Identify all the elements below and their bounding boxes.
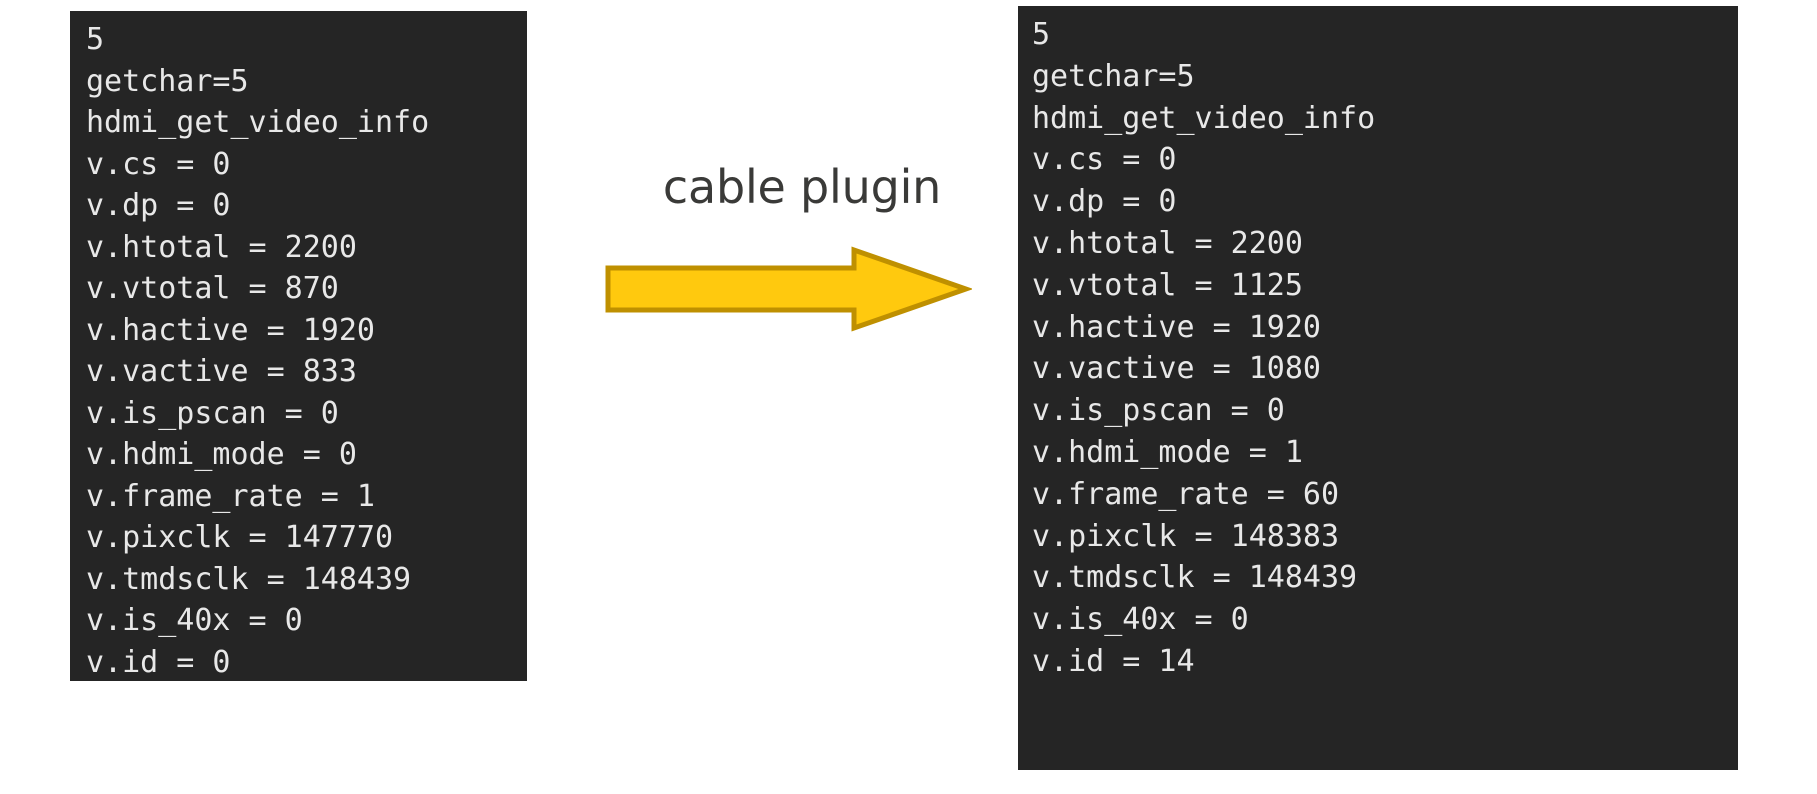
terminal-line: v.is_40x = 0 [86, 603, 303, 638]
terminal-line: v.is_pscan = 0 [86, 395, 339, 431]
right-arrow-icon [605, 246, 972, 332]
terminal-line: v.hdmi_mode = 1 [1032, 434, 1303, 470]
terminal-line: hdmi_get_video_info [86, 105, 430, 140]
terminal-line: v.pixclk = 148383 [1032, 518, 1340, 554]
terminal-line: v.is_pscan = 0 [1032, 393, 1285, 429]
terminal-line: v.htotal = 2200 [86, 229, 357, 265]
terminal-line: getchar=5 [86, 63, 249, 99]
terminal-line: v.frame_rate = 1 [86, 478, 375, 514]
terminal-line: v.htotal = 2200 [1032, 225, 1303, 261]
terminal-line: v.hactive = 1920 [86, 312, 375, 348]
terminal-line: v.hactive = 1920 [1032, 309, 1321, 345]
terminal-line: v.frame_rate = 60 [1032, 476, 1340, 512]
before-cable-plugin-console: 5 getchar=5 hdmi_get_video_info v.cs = 0… [70, 11, 527, 681]
terminal-line: v.tmdsclk = 148439 [1032, 560, 1358, 596]
terminal-line: hdmi_get_video_info [1032, 100, 1376, 136]
terminal-line: v.cs = 0 [1032, 142, 1177, 178]
terminal-line: v.vactive = 1080 [1032, 351, 1321, 387]
after-cable-plugin-console: 5 getchar=5 hdmi_get_video_info v.cs = 0… [1018, 6, 1738, 770]
terminal-line: v.id = 14 [1032, 643, 1195, 679]
terminal-line: 5 [86, 22, 105, 57]
terminal-line: getchar=5 [1032, 58, 1195, 94]
terminal-line: v.pixclk = 147770 [86, 520, 394, 555]
terminal-line: v.is_40x = 0 [1032, 602, 1249, 638]
terminal-line: v.vtotal = 870 [86, 271, 339, 306]
terminal-line: v.cs = 0 [86, 146, 231, 182]
terminal-line: v.dp = 0 [1032, 184, 1177, 220]
transition-annotation: cable plugin [600, 160, 1000, 340]
terminal-line: v.dp = 0 [86, 188, 231, 223]
terminal-line: v.id = 0 [86, 644, 231, 680]
terminal-line: v.vtotal = 1125 [1032, 267, 1303, 303]
terminal-line: 5 [1032, 17, 1051, 52]
terminal-line: v.tmdsclk = 148439 [86, 561, 412, 597]
terminal-line: v.vactive = 833 [86, 354, 357, 389]
transition-label: cable plugin [662, 160, 942, 214]
terminal-line: v.hdmi_mode = 0 [86, 437, 357, 472]
